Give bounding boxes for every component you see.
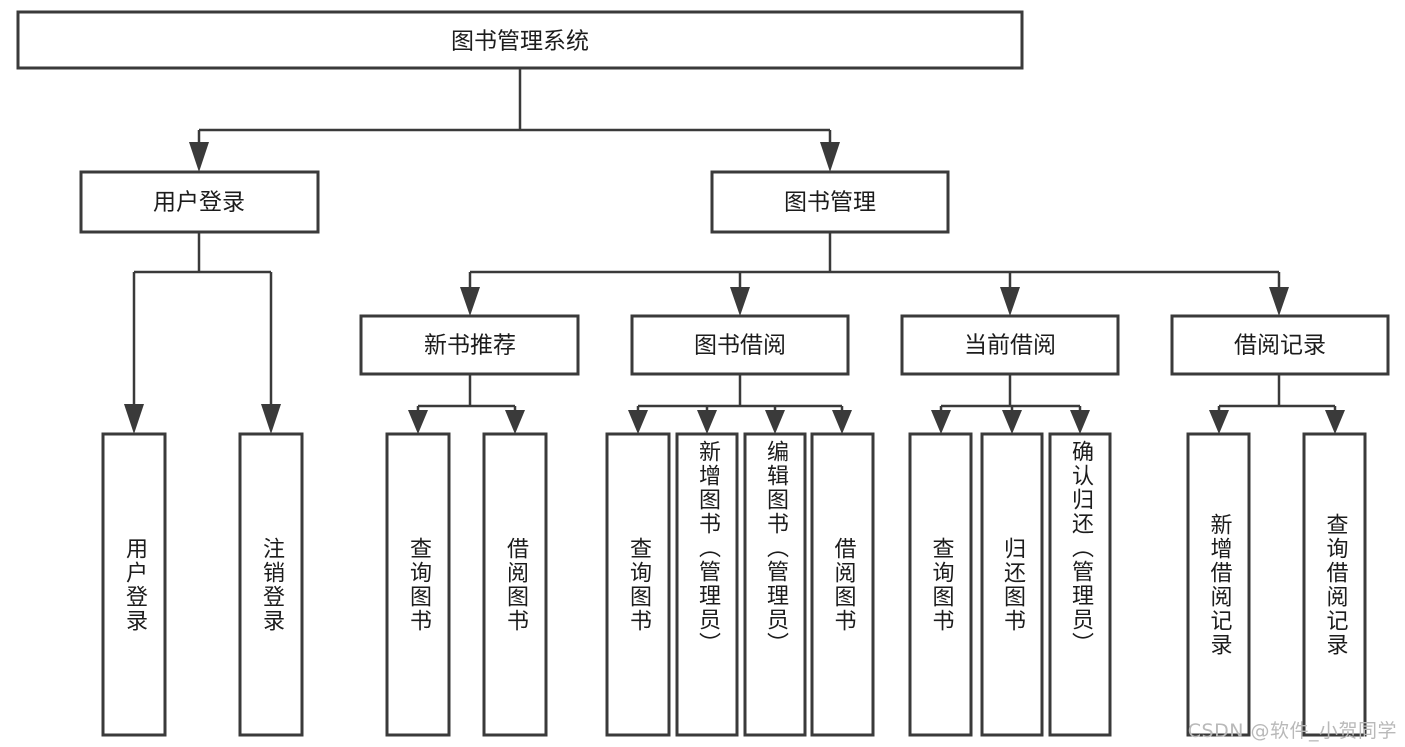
node-user-login[interactable]: 用户登录 [79,170,320,234]
node-borrow-record[interactable]: 借阅记录 [1170,314,1390,376]
leaf-box-borrow-book-1[interactable] [482,432,548,737]
user-login-box[interactable] [79,170,320,234]
borrow-record-box[interactable] [1170,314,1390,376]
arrow-head-leaf-return-book [1002,410,1022,434]
arrow-head-leaf-add-record [1209,410,1229,434]
leaf-box-query-book-2[interactable] [605,432,671,737]
leaf-box-layer[interactable] [101,432,1367,737]
csdn-watermark: CSDN @软件_小贺同学 [1187,720,1397,742]
arrow-head-leaf-edit-book [765,410,785,434]
root-box[interactable] [16,10,1024,70]
borrow-record-label: 借阅记录 [1234,333,1326,359]
node-current-borrow[interactable]: 当前借阅 [900,314,1120,376]
arrow-head-leaf-add-book [697,410,717,434]
arrow-head-book-mgmt [820,142,840,172]
leaf-box-query-book-3[interactable] [908,432,973,737]
arrow-head-leaf-query-record [1325,410,1345,434]
leaf-box-return-book[interactable] [980,432,1044,737]
root-label: 图书管理系统 [451,29,589,55]
leaf-box-logout[interactable] [238,432,304,737]
arrow-head-user-login [189,142,209,172]
user-login-label: 用户登录 [153,190,245,216]
node-book-borrow[interactable]: 图书借阅 [630,314,850,376]
book-borrow-box[interactable] [630,314,850,376]
arrow-head-new-book-rec [460,287,480,316]
connector-layer [124,68,1345,434]
leaf-box-user-login[interactable] [101,432,167,737]
new-book-recommend-box[interactable] [359,314,580,376]
current-borrow-label: 当前借阅 [964,333,1056,359]
node-root[interactable]: 图书管理系统 [16,10,1024,70]
arrow-head-leaf-borrow-book-2 [832,410,852,434]
leaf-box-confirm-return[interactable] [1048,432,1112,737]
leaf-box-add-book[interactable] [675,432,739,737]
arrow-head-leaf-borrow-book-1 [505,410,525,434]
arrow-head-leaf-confirm-return [1070,410,1090,434]
book-borrow-label: 图书借阅 [694,333,786,359]
arrow-head-current-borrow [1000,287,1020,316]
node-book-management[interactable]: 图书管理 [710,170,950,234]
leaf-box-edit-book[interactable] [743,432,807,737]
node-new-book-recommend[interactable]: 新书推荐 [359,314,580,376]
arrow-head-leaf-user-login [124,404,144,434]
new-book-recommend-label: 新书推荐 [424,333,516,359]
arrow-head-leaf-logout [261,404,281,434]
book-management-label: 图书管理 [784,190,876,216]
current-borrow-box[interactable] [900,314,1120,376]
arrow-head-borrow-record [1269,287,1289,316]
arrow-head-leaf-query-book-1 [408,410,428,434]
leaf-box-query-book-1[interactable] [385,432,451,737]
arrow-head-book-borrow [730,287,750,316]
leaf-box-add-record[interactable] [1186,432,1251,737]
leaf-box-borrow-book-2[interactable] [810,432,875,737]
arrow-head-leaf-query-book-3 [931,410,951,434]
leaf-box-query-record[interactable] [1302,432,1367,737]
book-management-box[interactable] [710,170,950,234]
arrow-head-leaf-query-book-2 [628,410,648,434]
